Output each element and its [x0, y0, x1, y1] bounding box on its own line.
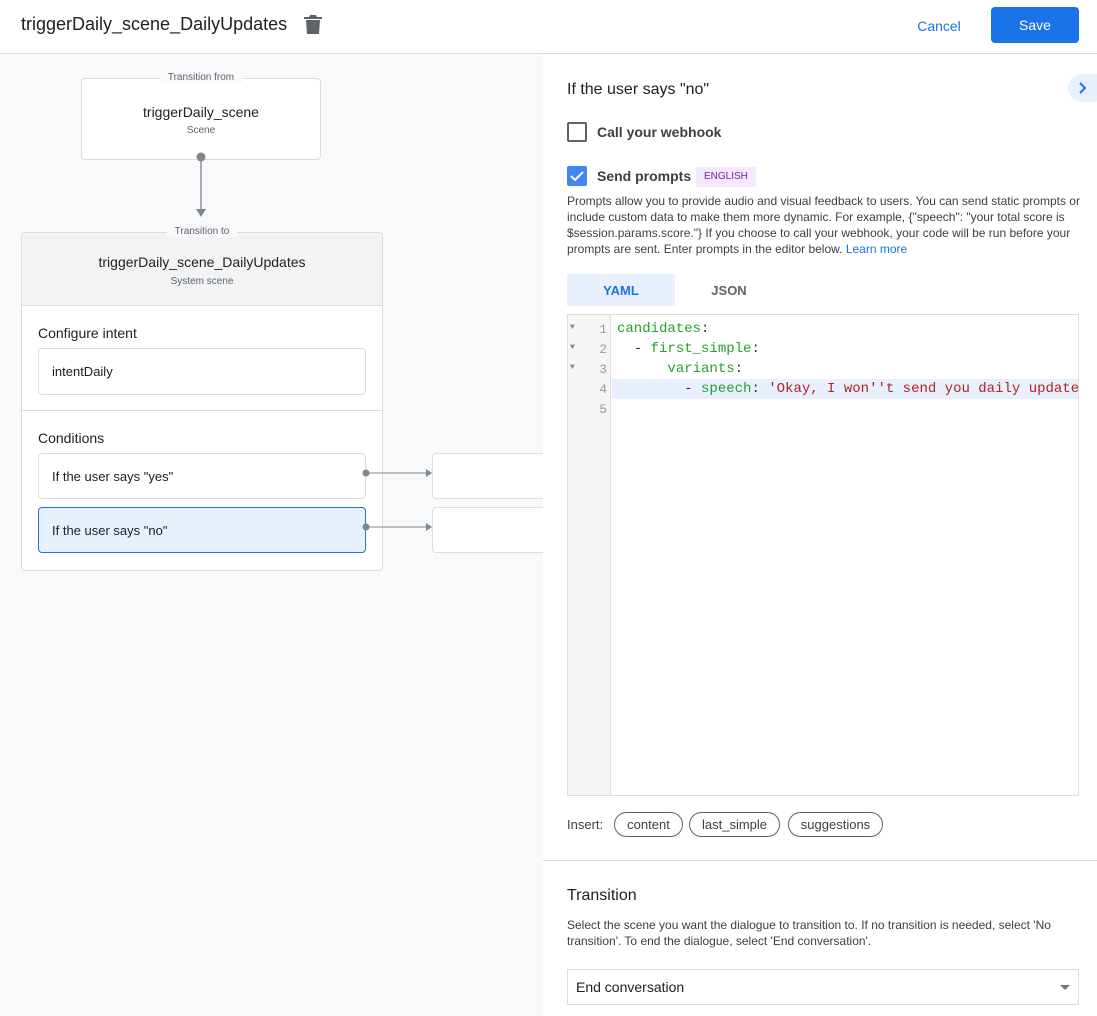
- code-editor[interactable]: ▼ 1 ▼ 2 ▼ 3 4 5 candidates: - first_simple:…: [567, 314, 1079, 796]
- top-bar: triggerDaily_scene_DailyUpdates Cancel S…: [0, 0, 1097, 54]
- page-title: triggerDaily_scene_DailyUpdates: [21, 14, 288, 34]
- fold-icon[interactable]: ▼: [570, 343, 575, 352]
- condition-yes[interactable]: If the user says "yes": [38, 453, 366, 499]
- scene-type: Scene: [186, 125, 216, 136]
- cancel-button[interactable]: Cancel: [903, 8, 975, 43]
- tab-yaml[interactable]: YAML: [567, 274, 675, 306]
- chevron-right-icon: [1079, 82, 1087, 94]
- transition-select[interactable]: End conversation: [567, 969, 1079, 1005]
- webhook-checkbox[interactable]: [567, 122, 587, 142]
- scene-type: System scene: [170, 276, 234, 287]
- save-button[interactable]: Save: [991, 7, 1079, 43]
- flow-canvas: Transition from triggerDaily_scene Scene…: [0, 54, 543, 1016]
- code-line: - first_simple:: [617, 341, 760, 357]
- line-number: 1: [599, 322, 607, 337]
- insert-chip-suggestions[interactable]: suggestions: [788, 812, 883, 837]
- caret-down-icon: [1060, 985, 1070, 990]
- configure-intent-label: Configure intent: [38, 325, 137, 341]
- trash-icon[interactable]: [304, 15, 322, 35]
- line-number: 5: [599, 402, 607, 417]
- transition-from-node[interactable]: Transition from triggerDaily_scene Scene: [81, 72, 321, 160]
- insert-chip-content[interactable]: content: [614, 812, 683, 837]
- prompts-description: Prompts allow you to provide audio and v…: [567, 193, 1081, 257]
- details-panel: If the user says "no" Call your webhook …: [543, 54, 1097, 1016]
- language-badge: ENGLISH: [696, 167, 756, 187]
- code-line: - speech: 'Okay, I won''t send you daily…: [617, 381, 1079, 397]
- target-node-yes[interactable]: [432, 453, 543, 499]
- scene-name: triggerDaily_scene_DailyUpdates: [98, 254, 306, 270]
- condition-no[interactable]: If the user says "no": [38, 507, 366, 553]
- transition-title: Transition: [567, 887, 637, 904]
- connector-arrow: [196, 152, 206, 217]
- legend: Transition to: [166, 226, 238, 237]
- transition-to-node: Transition to triggerDaily_scene_DailyUp…: [21, 226, 383, 571]
- fold-icon[interactable]: ▼: [570, 363, 575, 372]
- check-icon: [570, 171, 584, 182]
- line-number: 4: [599, 382, 607, 397]
- description-text: Prompts allow you to provide audio and v…: [567, 194, 1080, 256]
- conditions-label: Conditions: [38, 430, 105, 446]
- insert-chip-last-simple[interactable]: last_simple: [689, 812, 780, 837]
- target-node-no[interactable]: [432, 507, 543, 553]
- prompts-checkbox[interactable]: [567, 166, 587, 186]
- code-line: candidates:: [617, 321, 710, 337]
- fold-icon[interactable]: ▼: [570, 323, 575, 332]
- tab-json[interactable]: JSON: [711, 282, 747, 298]
- insert-label: Insert:: [567, 817, 604, 832]
- selected-value: End conversation: [576, 979, 685, 995]
- learn-more-link[interactable]: Learn more: [845, 242, 908, 256]
- prompts-label: Send prompts: [597, 168, 692, 184]
- panel-title: If the user says "no": [567, 81, 710, 98]
- webhook-label: Call your webhook: [597, 124, 722, 140]
- intent-field[interactable]: intentDaily: [38, 348, 366, 395]
- line-number: 2: [599, 342, 607, 357]
- scene-name: triggerDaily_scene: [143, 104, 259, 120]
- line-number: 3: [599, 362, 607, 377]
- collapse-panel-button[interactable]: [1068, 74, 1097, 102]
- condition-connectors: [362, 469, 432, 531]
- legend: Transition from: [159, 72, 243, 83]
- code-line: variants:: [667, 361, 744, 377]
- transition-description: Select the scene you want the dialogue t…: [567, 918, 1051, 948]
